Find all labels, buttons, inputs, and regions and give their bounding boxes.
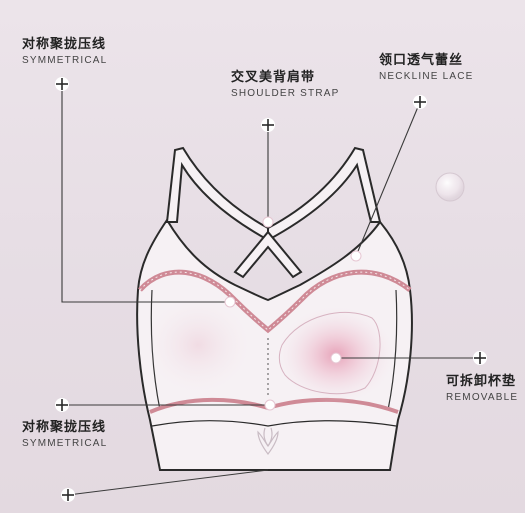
callout-subtitle: SHOULDER STRAP	[231, 88, 340, 99]
callout-title: 交叉美背肩带	[231, 70, 316, 85]
callout-title: 可拆卸杯垫	[446, 374, 517, 389]
callout-subtitle: SYMMETRICAL	[22, 438, 108, 449]
callout-subtitle: SYMMETRICAL	[22, 55, 108, 66]
callout-symmetric-top: 对称聚拢压线 SYMMETRICAL	[22, 38, 107, 66]
callout-title: 对称聚拢压线	[22, 37, 107, 52]
callout-title: 对称聚拢压线	[22, 420, 107, 435]
callout-removable: 可拆卸杯垫 REMOVABLE	[446, 375, 518, 403]
bubble-decoration-icon	[435, 172, 465, 202]
callout-title: 领口透气蕾丝	[379, 53, 464, 68]
callout-subtitle: REMOVABLE	[446, 392, 519, 403]
callout-lines	[61, 84, 480, 496]
callout-neckline-lace: 领口透气蕾丝 NECKLINE LACE	[379, 54, 474, 82]
callout-symmetric-bottom: 对称聚拢压线 SYMMETRICAL	[22, 421, 107, 449]
garment-body	[136, 218, 413, 471]
dot-marker-icon	[224, 216, 362, 411]
shoulder-straps	[165, 146, 382, 279]
callout-shoulder-strap: 交叉美背肩带 SHOULDER STRAP	[231, 71, 340, 99]
callout-subtitle: NECKLINE LACE	[379, 71, 474, 82]
plus-marker-icon	[55, 77, 487, 502]
lace-logo-icon	[257, 427, 279, 456]
